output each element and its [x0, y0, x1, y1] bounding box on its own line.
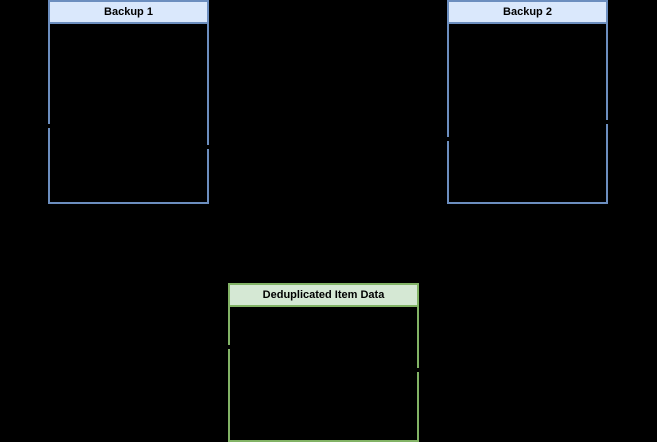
- connector-notch-left: [447, 137, 450, 141]
- node-deduplicated-item-data-body: [230, 307, 417, 440]
- node-deduplicated-item-data-title: Deduplicated Item Data: [230, 285, 417, 307]
- connector-notch-right: [206, 145, 209, 149]
- node-deduplicated-item-data[interactable]: Deduplicated Item Data: [228, 283, 419, 442]
- node-backup-2-body: [449, 24, 606, 202]
- connector-notch-right: [416, 368, 419, 372]
- connector-notch-right: [605, 120, 608, 124]
- node-backup-1-title: Backup 1: [50, 2, 207, 24]
- node-backup-2[interactable]: Backup 2: [447, 0, 608, 204]
- node-backup-2-title: Backup 2: [449, 2, 606, 24]
- node-backup-1[interactable]: Backup 1: [48, 0, 209, 204]
- connector-notch-left: [48, 124, 51, 128]
- node-backup-1-body: [50, 24, 207, 202]
- connector-notch-left: [228, 345, 231, 349]
